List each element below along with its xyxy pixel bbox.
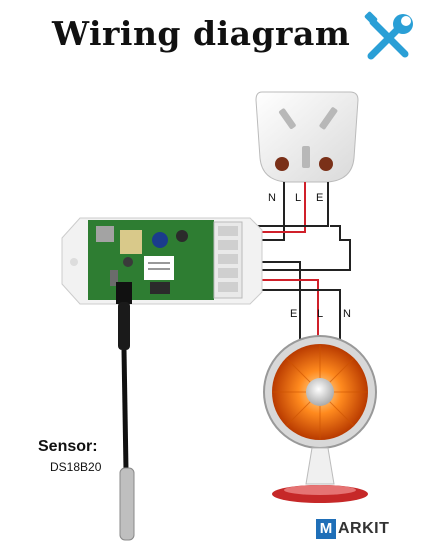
heater-label-n: N	[343, 308, 351, 320]
plug-label-l: L	[295, 192, 302, 204]
heater-label-e: E	[290, 308, 298, 320]
watermark-box-letter: M	[316, 519, 336, 539]
watermark-text: ARKIT	[338, 520, 390, 537]
controller-module	[61, 217, 263, 305]
wrench-screwdriver-icon	[364, 11, 413, 60]
sensor-model: DS18B20	[50, 460, 102, 474]
heater	[263, 335, 377, 503]
page-title: Wiring diagram	[52, 14, 351, 53]
watermark-logo: M ARKIT	[316, 518, 389, 540]
plug-label-e: E	[316, 192, 324, 204]
power-plug	[255, 91, 359, 183]
plug-label-n: N	[268, 192, 276, 204]
heater-label-l: L	[317, 308, 324, 320]
sensor-probe	[116, 282, 135, 541]
heater-wires	[243, 225, 351, 350]
sensor-title: Sensor:	[38, 438, 98, 455]
